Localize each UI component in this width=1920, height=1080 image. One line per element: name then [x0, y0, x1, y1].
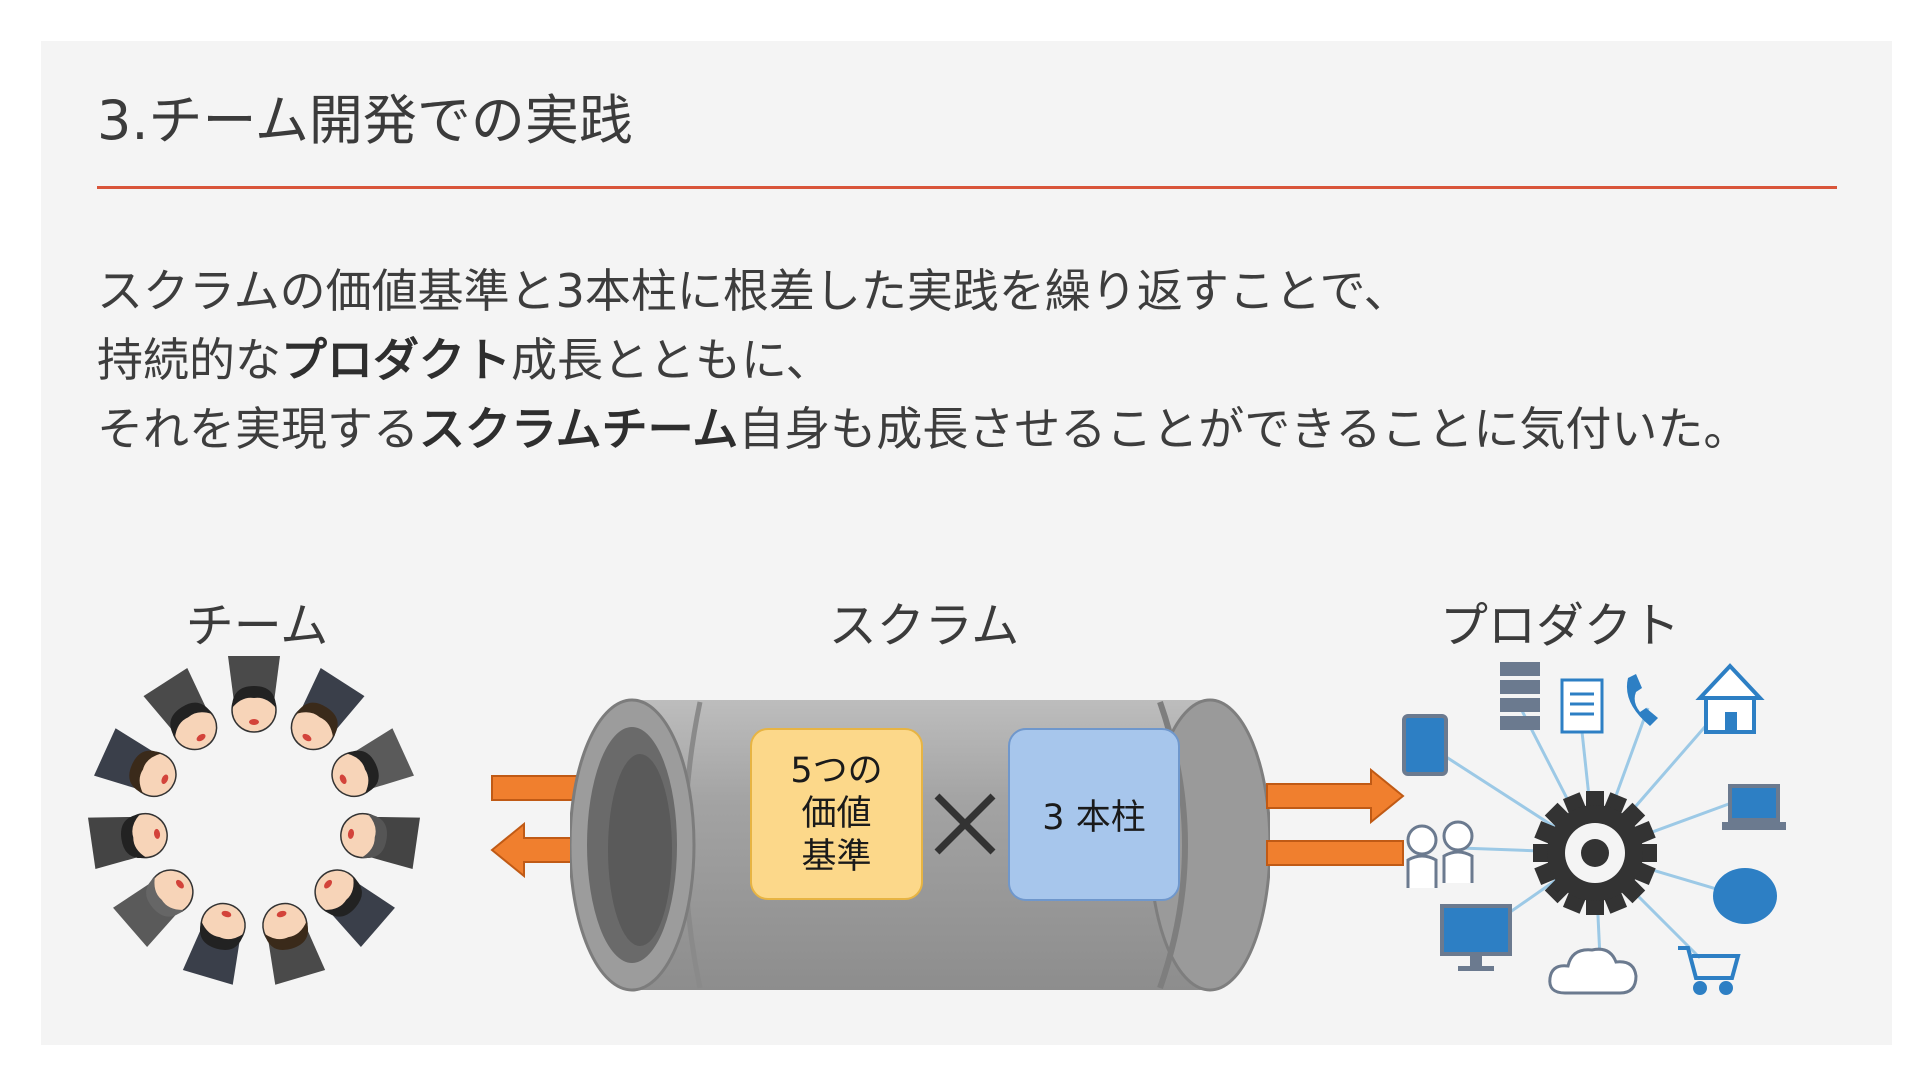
brain-icon: [1713, 868, 1777, 924]
person-icon: [254, 897, 325, 985]
person-icon: [228, 656, 280, 732]
person-icon: [280, 668, 365, 760]
person-icon: [303, 858, 394, 947]
monitor-icon: [1442, 906, 1510, 971]
product-label: プロダクト: [1440, 586, 1680, 656]
multiply-icon: [931, 790, 999, 858]
arrow-right-icon: [1265, 768, 1405, 824]
three-pillars-box: 3 本柱: [1008, 728, 1180, 901]
house-icon: [1700, 666, 1760, 732]
people-icon: [1408, 822, 1472, 888]
body-line-1: スクラムの価値基準と3本柱に根差した実践を繰り返すことで、: [97, 257, 1877, 326]
body-line-3: それを実現するスクラムチーム自身も成長させることができることに気付いた。: [97, 395, 1877, 464]
values-line-3: 基準: [790, 836, 882, 879]
body-run: 自身も成長させることができることに気付いた。: [738, 402, 1749, 456]
person-icon: [337, 807, 420, 869]
team-label: チーム: [186, 586, 329, 656]
body-line-2: 持続的なプロダクト成長とともに、: [97, 326, 1877, 395]
values-line-1: 5つの: [790, 750, 882, 793]
tablet-icon: [1404, 716, 1446, 774]
values-line-2: 価値: [790, 793, 882, 836]
slide-title: 3.チーム開発での実践: [97, 89, 633, 154]
person-icon: [113, 858, 204, 947]
person-icon: [88, 807, 171, 869]
person-icon: [144, 668, 229, 760]
server-icon: [1500, 662, 1540, 730]
scrum-label: スクラム: [829, 586, 1020, 656]
gear-icon: [1533, 791, 1657, 915]
body-run: スクラムの価値基準と3本柱に根差した実践を繰り返すことで、: [97, 264, 1410, 318]
person-icon: [94, 728, 185, 807]
arrow-bar-icon: [1265, 838, 1405, 868]
gear-network-illustration: [1400, 658, 1790, 1008]
cloud-icon: [1550, 949, 1636, 993]
phone-icon: [1627, 674, 1658, 726]
cart-icon: [1678, 948, 1738, 993]
laptop-icon: [1722, 786, 1786, 830]
team-illustration: [84, 650, 424, 990]
body-run: 成長とともに、: [511, 333, 832, 387]
body-run: それを実現する: [97, 402, 419, 456]
body-run: 持続的な: [97, 333, 281, 387]
body-emphasis: プロダクト: [281, 333, 511, 387]
five-values-box: 5つの 価値 基準: [750, 728, 923, 900]
body-text: スクラムの価値基準と3本柱に根差した実践を繰り返すことで、 持続的なプロダクト成…: [97, 257, 1877, 464]
person-icon: [183, 897, 254, 985]
document-icon: [1562, 680, 1602, 732]
title-underline: [97, 186, 1837, 189]
body-emphasis: スクラムチーム: [419, 402, 738, 456]
person-icon: [323, 728, 414, 807]
